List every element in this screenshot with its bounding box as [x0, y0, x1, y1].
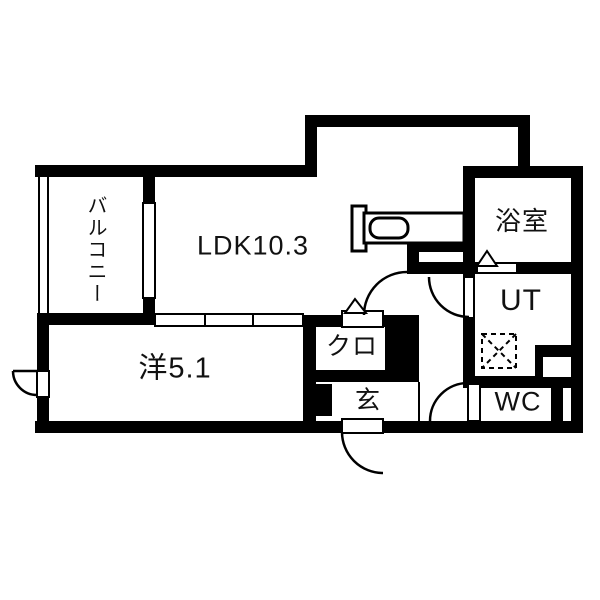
kitchen-pass-slot	[419, 252, 463, 262]
toilet-door-arc	[428, 381, 469, 422]
wc-door-leaf	[467, 383, 481, 422]
fixtures	[38, 177, 517, 421]
ut-door-leaf	[463, 276, 475, 319]
ut-step-slot	[543, 357, 571, 377]
room-label-balcony: バルコニー	[84, 195, 106, 305]
openings	[36, 202, 571, 434]
wall-right-exterior	[571, 166, 583, 433]
shoe-cabinet	[316, 384, 332, 416]
balcony-window	[142, 202, 156, 299]
entrance-door-leaf	[341, 418, 384, 434]
wall-kitchen-bar	[407, 242, 475, 252]
room-label-toilet: WC	[494, 386, 542, 417]
wall-top-left	[35, 165, 317, 177]
wall-closet-bottom	[303, 370, 413, 382]
wall-ext-left-vert	[305, 115, 317, 177]
wall-wc-right	[551, 388, 563, 421]
closet-folding-door-mark	[343, 297, 369, 314]
western-door-leaf	[36, 370, 50, 398]
room-label-ldk: LDK10.3	[196, 230, 310, 261]
wall-bath-top	[463, 166, 583, 178]
bathroom-door-sill	[476, 262, 518, 274]
wall-ut-bottom-wc-top	[463, 376, 583, 388]
room-label-western-room: 洋5.1	[138, 352, 212, 385]
wall-western-right	[303, 315, 316, 433]
ldk-hall-door-arc	[362, 270, 408, 316]
utility-door-arc	[427, 276, 470, 319]
room-label-bathroom: 浴室	[494, 206, 550, 236]
room-label-utility: UT	[500, 284, 542, 317]
folding-door-marks	[343, 249, 499, 314]
wall-ext-top	[305, 115, 530, 127]
room-label-closet: クロ	[325, 332, 379, 361]
western-room-outdoor-door-arc	[11, 369, 38, 397]
wall-ext-right-vert	[518, 115, 530, 178]
washing-machine-symbol	[481, 333, 517, 369]
room-label-entrance: 玄	[354, 386, 382, 415]
bathroom-folding-door-mark	[475, 249, 499, 267]
wall-balcony-bottom	[37, 313, 155, 325]
kitchen-sink	[368, 216, 410, 240]
entrance-door-arc	[340, 431, 384, 475]
door-arcs	[11, 270, 470, 475]
wall-bottom-exterior	[35, 421, 583, 433]
wall-hall-ldk	[407, 242, 419, 274]
sliding-door-band	[154, 313, 304, 327]
